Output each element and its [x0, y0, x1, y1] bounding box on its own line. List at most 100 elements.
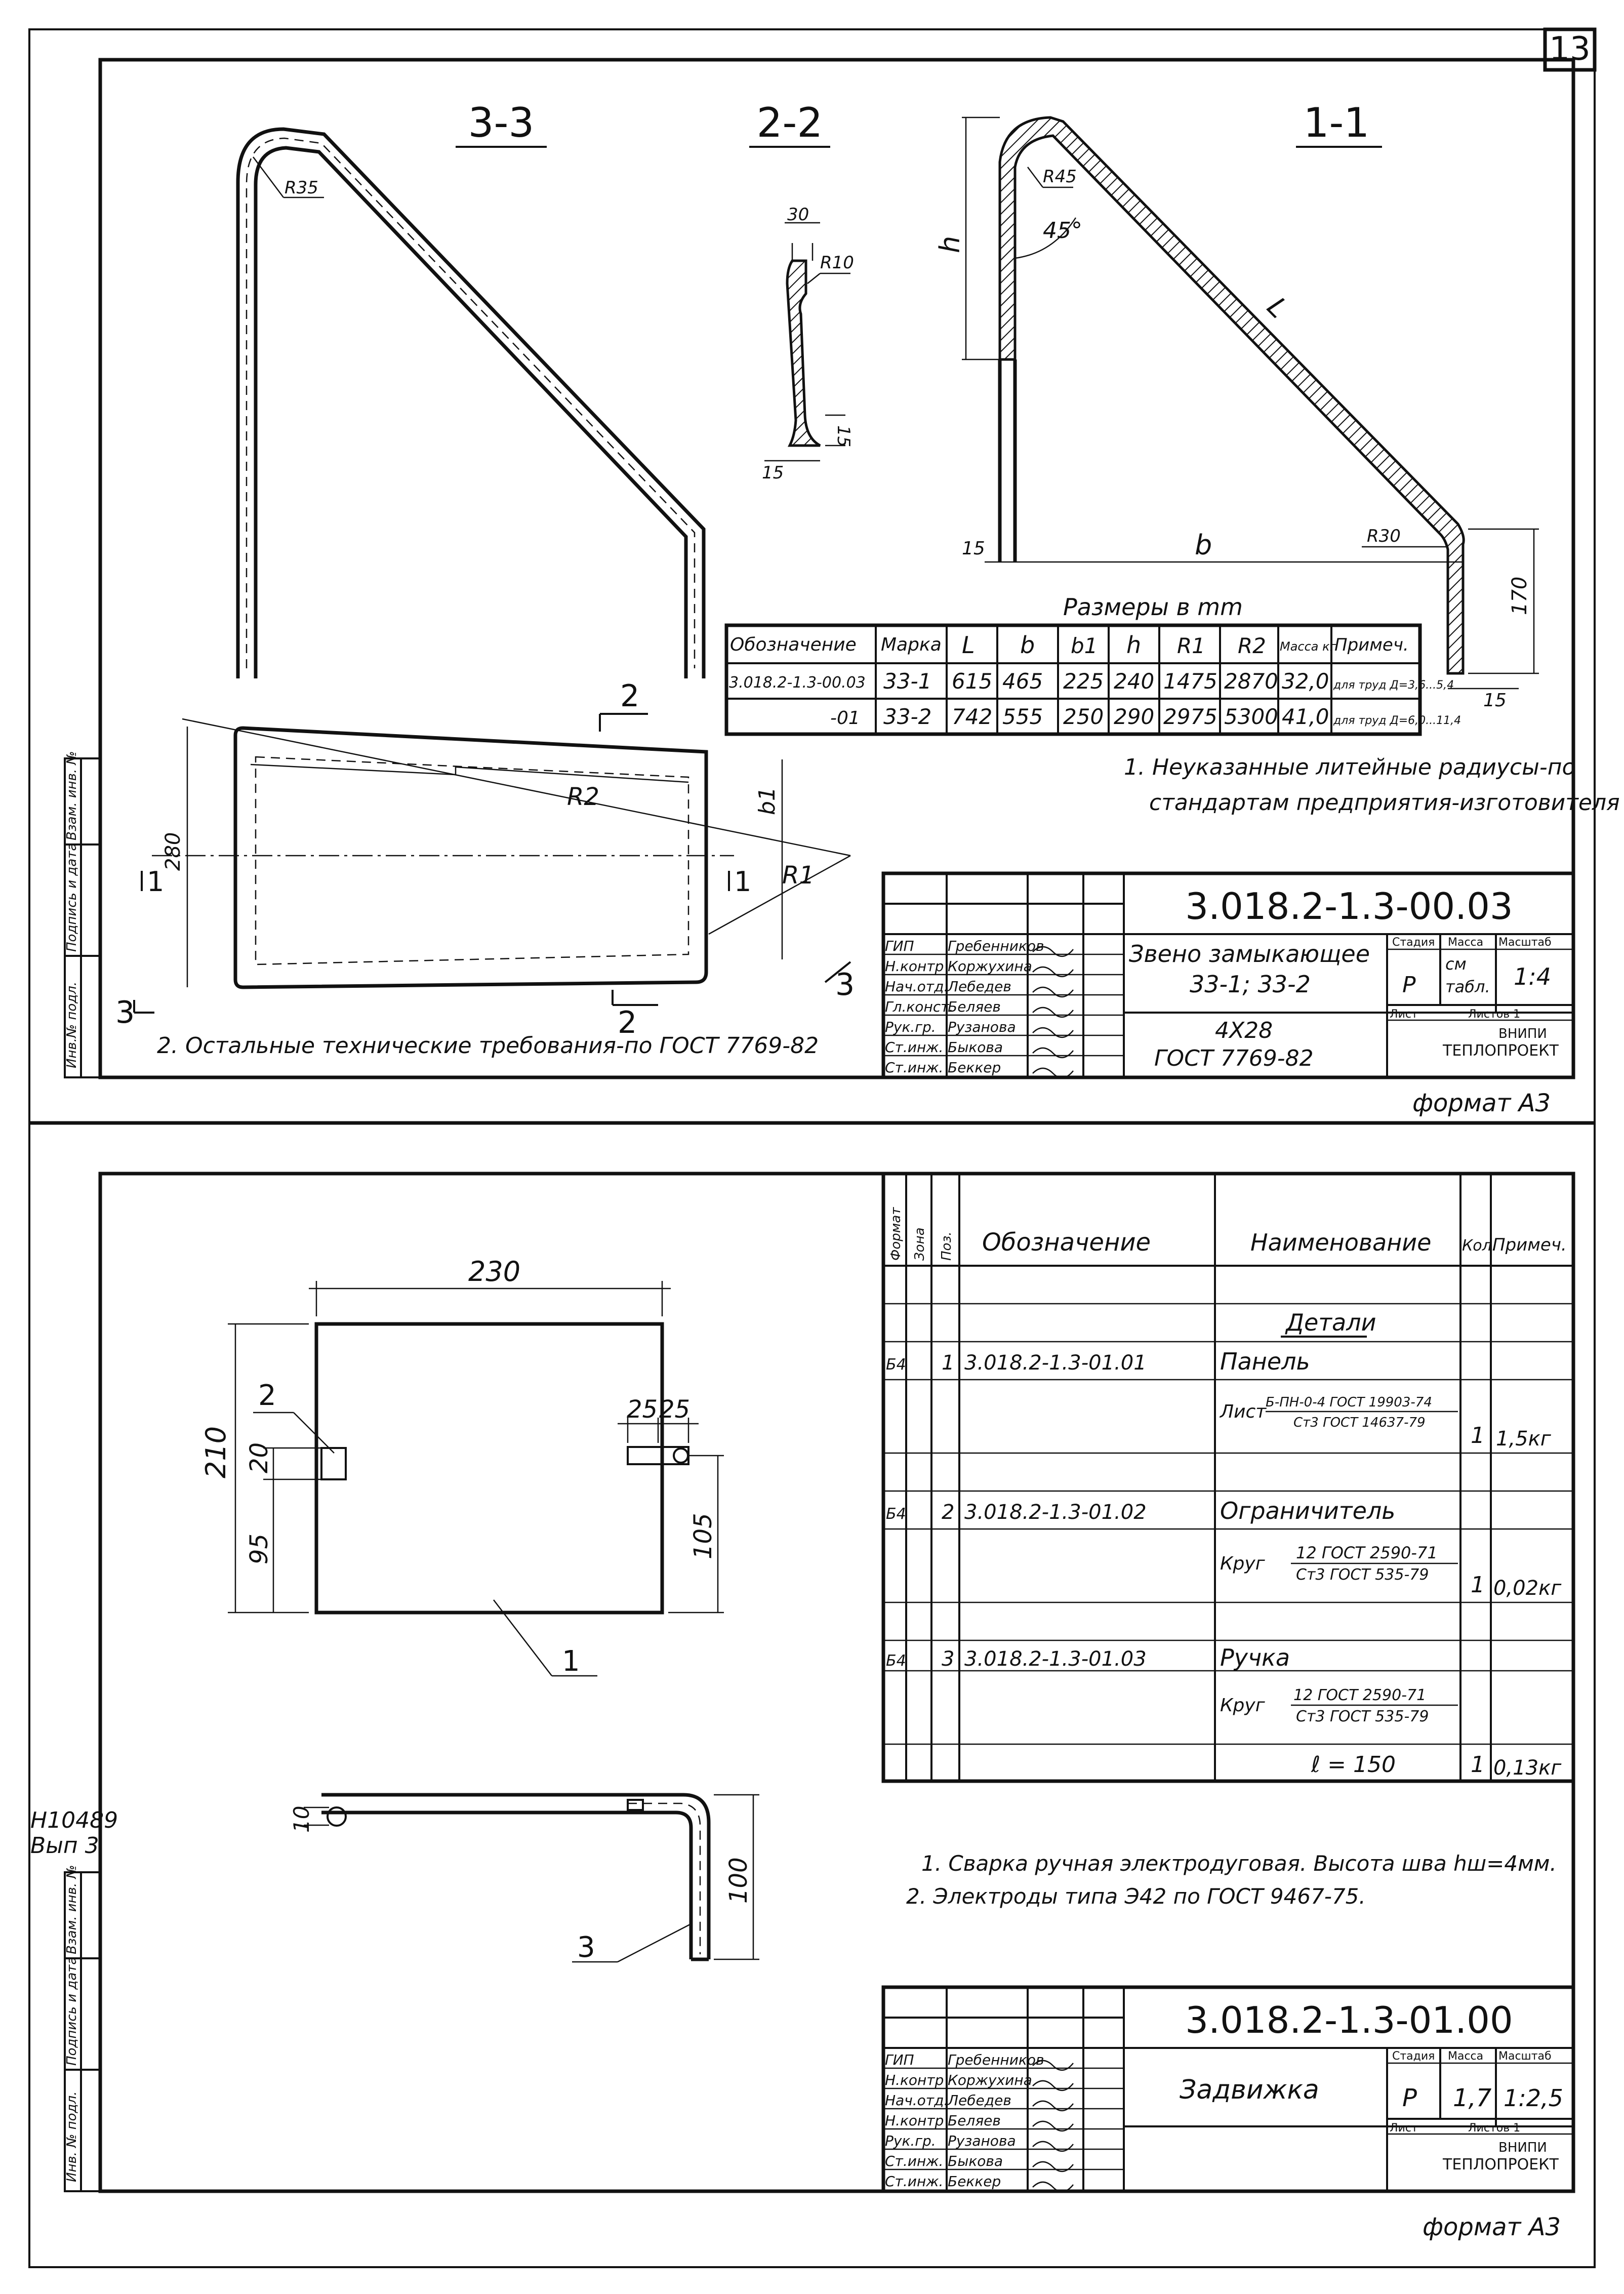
stamp-bottom-docnumber: 3.018.2-1.3-01.00	[1185, 1999, 1513, 2041]
stamp-top-org2: ТЕПЛОПРОЕКТ	[1442, 1042, 1559, 1060]
dim-b1: b1	[754, 787, 780, 815]
notes-bottom: 1. Сварка ручная электродуговая. Высота …	[906, 1851, 1557, 1909]
spec-2-mat-top: 12 ГОСТ 2590-71	[1296, 1543, 1438, 1562]
stamp-top-col-stage: Стадия	[1392, 936, 1435, 949]
stamp-bottom-person-4: Беляев	[948, 2112, 1001, 2129]
note-1-line2: стандартам предприятия-изготовителя	[1149, 790, 1620, 816]
title-block-top: 3.018.2-1.3-00.03 Звено замыкающее 33-1;…	[881, 871, 1575, 1079]
side-label-vzam-2: Взам. инв. №	[64, 1865, 79, 1954]
stamp-top-person-4: Беляев	[948, 998, 1001, 1015]
stamp-bottom-sheet: Лист	[1390, 2122, 1418, 2135]
notes-top: 1. Неуказанные литейные радиусы-по станд…	[157, 754, 1620, 1059]
spec-header-format: Формат	[888, 1207, 904, 1261]
stamp-bottom-role-6: Ст.инж.	[885, 2153, 943, 2169]
format-label-top: формат А3	[1412, 1089, 1551, 1117]
radius-R2: R2	[567, 783, 599, 811]
dims-header-mark: Марка	[881, 634, 942, 655]
stamp-top-person-7: Беккер	[948, 1059, 1001, 1076]
dims-row2-note: для труд Д=6,0...11,4	[1333, 714, 1461, 727]
spec-2-format: Б4	[886, 1505, 906, 1523]
spec-2-pos: 2	[942, 1501, 954, 1524]
stamp-top-name1: Звено замыкающее	[1129, 940, 1370, 968]
dims-row1-L: 615	[952, 669, 992, 694]
spec-1-pos: 1	[942, 1351, 954, 1375]
stamp-bottom-person-3: Лебедев	[947, 2092, 1011, 2109]
dim-15-base: 15	[962, 538, 985, 559]
spec-1-mat-bot: Ст3 ГОСТ 14637-79	[1293, 1415, 1426, 1430]
sheet-frames: 13	[28, 27, 1597, 2268]
dims-header-h: h	[1126, 631, 1141, 659]
spec-2-note: 0,02кг	[1493, 1577, 1562, 1600]
spec-3-mat-top: 12 ГОСТ 2590-71	[1293, 1686, 1426, 1704]
spec-2-qty: 1	[1471, 1572, 1485, 1598]
stamp-top-role-3: Нач.отд.	[885, 978, 948, 995]
spec-3-pos: 3	[942, 1647, 954, 1671]
stamp-top-col-scale: Масштаб	[1498, 936, 1552, 949]
leader-1: 1	[562, 1645, 580, 1678]
dims-row1-b1: 225	[1063, 669, 1104, 694]
stamp-bottom-role-1: ГИП	[885, 2051, 914, 2068]
radius-r30: R30	[1367, 526, 1401, 546]
spec-section-title: Детали	[1285, 1309, 1376, 1336]
stamp-top-material2: ГОСТ 7769-82	[1154, 1045, 1314, 1071]
spec-1-note: 1,5кг	[1496, 1427, 1552, 1451]
dims-row2-R2: 5300	[1224, 704, 1278, 729]
dim-100: 100	[724, 1857, 753, 1904]
section-title-1-1: 1-1	[1304, 99, 1370, 146]
side-strip-top: Инв.№ подл. Подпись и дата Взам. инв. №	[64, 751, 101, 1078]
dims-table-title: Размеры в mm	[1063, 593, 1243, 621]
dims-header-R1: R1	[1177, 633, 1205, 658]
stamp-top-role-1: ГИП	[885, 938, 914, 954]
dim-L: L	[1261, 291, 1294, 325]
leader-3: 3	[577, 1931, 595, 1964]
dim-280: 280	[161, 832, 185, 871]
dims-header-mass: Масса кг	[1280, 639, 1336, 654]
stamp-top-role-5: Рук.гр.	[885, 1019, 936, 1035]
cut-1-right: 1	[734, 866, 751, 898]
stamp-top-scale: 1:4	[1514, 963, 1551, 990]
dims-row1-designation: 3.018.2-1.3-00.03	[729, 674, 866, 692]
radius-R1: R1	[782, 861, 815, 890]
spec-3-mat-bot: Ст3 ГОСТ 535-79	[1296, 1708, 1429, 1725]
archive-issue: Вып 3	[30, 1833, 99, 1859]
side-label-sign: Подпись и дата	[64, 843, 79, 952]
stamp-bottom-person-6: Быкова	[948, 2153, 1003, 2169]
stamp-top-role-6: Ст.инж.	[885, 1039, 943, 1056]
side-label-vzam: Взам. инв. №	[64, 751, 79, 840]
dim-15-foot: 15	[1483, 690, 1507, 711]
dim-15-vert: 15	[833, 425, 854, 447]
spec-header-pos: Поз.	[939, 1231, 954, 1261]
page-number: 13	[1549, 30, 1590, 68]
stamp-top-person-1: Гребенников	[948, 938, 1044, 954]
format-label-bottom: формат А3	[1423, 2213, 1561, 2241]
stamp-top-role-7: Ст.инж.	[885, 1059, 943, 1076]
stamp-bottom-role-7: Ст.инж.	[885, 2173, 943, 2190]
plan-view: R2 R1 280 b1 2 2 1 1 3 3	[115, 678, 855, 1040]
spec-3-qty: 1	[1471, 1752, 1485, 1778]
dims-row2-h: 290	[1114, 704, 1154, 729]
dim-230: 230	[468, 1256, 520, 1287]
stamp-bottom-role-3: Нач.отд.	[885, 2092, 948, 2109]
dims-row2-designation: -01	[830, 708, 860, 729]
spec-header-qty: Кол.	[1462, 1237, 1496, 1255]
dim-25-b: 25	[659, 1395, 690, 1424]
dims-header-note: Примеч.	[1334, 635, 1409, 655]
dims-row1-b: 465	[1002, 669, 1043, 694]
spec-1-mat-prefix: Лист	[1219, 1401, 1267, 1422]
dim-25-a: 25	[627, 1395, 658, 1424]
spec-2-code: 3.018.2-1.3-01.02	[964, 1501, 1147, 1524]
stamp-bottom-col-stage: Стадия	[1392, 2050, 1435, 2063]
view-1-1: h R45 45° L b 15 R30 170 15	[934, 116, 1539, 711]
dims-row1-R1: 1475	[1163, 669, 1217, 694]
spec-3-extra: ℓ = 150	[1311, 1752, 1396, 1778]
dims-header-L: L	[962, 631, 975, 659]
radius-r10: R10	[820, 253, 854, 273]
side-label-inv-2: Инв. № подл.	[64, 2091, 79, 2182]
dims-row2-R1: 2975	[1163, 704, 1217, 729]
view-2-2: 30 R10 15 15	[762, 205, 854, 483]
dims-row1-mass: 32,0	[1282, 669, 1329, 694]
section-titles: 3-3 2-2 1-1	[456, 99, 1382, 148]
dims-header-b: b	[1020, 631, 1035, 659]
stamp-bottom-person-2: Коржухина	[948, 2072, 1032, 2088]
